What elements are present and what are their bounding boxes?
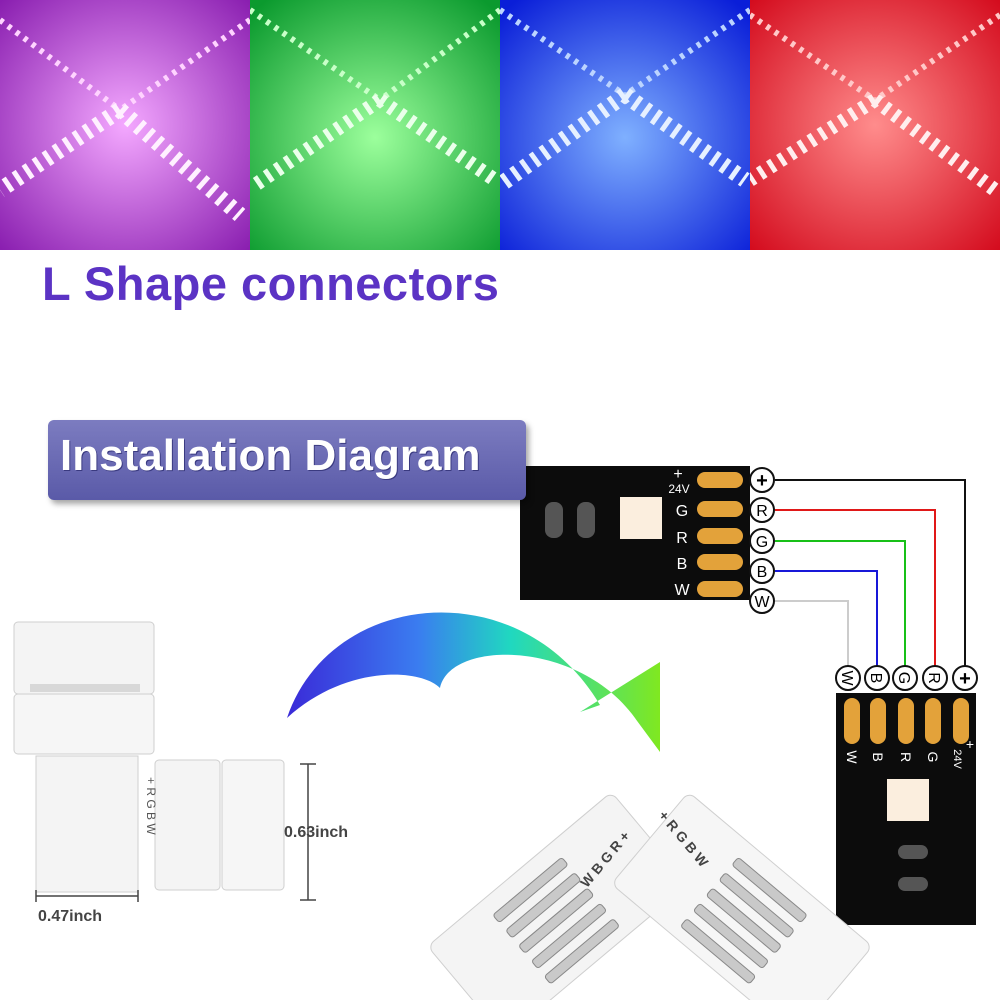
pcb-top-pin-b: B — [677, 556, 688, 573]
pcb-right-voltage: 24V — [951, 749, 963, 769]
pcb-right-pin-b: B — [870, 752, 886, 761]
wire-g — [775, 540, 906, 667]
wire-r — [775, 509, 936, 667]
photo-green-strip — [250, 0, 500, 250]
pcb-top-voltage: 24V — [668, 482, 689, 496]
wire-label-plus: + — [756, 470, 768, 492]
pcb-top-pin-w: W — [674, 582, 690, 599]
pcb-top-pin-r: R — [676, 530, 688, 547]
width-dimension-label: 0.47inch — [38, 908, 102, 925]
pcb-right-pin-w: W — [844, 750, 860, 764]
page-title: L Shape connectors — [42, 257, 500, 310]
connector-left-side-pins: + R G B W — [144, 777, 158, 835]
wire-label-plus-vertical: + — [959, 668, 971, 690]
wire-labels-vertical: W B G R + — [835, 665, 978, 691]
connector-l-shape: W B G R + + R G B W — [430, 794, 870, 1000]
photo-blue-strip — [500, 0, 750, 250]
installation-diagram-badge: Installation Diagram — [48, 420, 526, 500]
purple-strip-image — [0, 0, 250, 250]
wire-labels-horizontal: + R G B W — [749, 467, 775, 614]
pcb-right-pin-r: R — [898, 752, 914, 762]
wire-w — [775, 600, 849, 667]
wire-label-r-vertical: R — [925, 672, 942, 684]
wire-plus — [775, 479, 966, 667]
height-dimension-label: 0.63inch — [284, 824, 348, 841]
pcb-top-plus: + — [673, 466, 682, 483]
wire-label-w-vertical: W — [838, 670, 855, 686]
installation-diagram-label: Installation Diagram — [60, 431, 481, 480]
wire-label-r: R — [756, 503, 768, 520]
pcb-top-pin-g: G — [676, 503, 688, 520]
connector-left: W B G R + + R G B W 0.47inch 0.63inch — [13, 621, 348, 925]
green-strip-image — [250, 0, 500, 250]
wire-label-w: W — [754, 594, 770, 611]
wire-group — [775, 479, 966, 667]
blue-strip-image — [500, 0, 750, 250]
wire-b — [775, 570, 878, 667]
wire-label-b-vertical: B — [867, 673, 884, 684]
photo-strip — [0, 0, 1000, 250]
pcb-top: + 24V G R B W — [520, 466, 750, 600]
pcb-right: W B R G 24V + — [836, 693, 976, 925]
photo-red-strip — [750, 0, 1000, 250]
wire-label-b: B — [757, 564, 768, 581]
pcb-right-plus: + — [966, 736, 974, 752]
red-strip-image — [750, 0, 1000, 250]
wire-label-g: G — [756, 534, 768, 551]
photo-purple-strip — [0, 0, 250, 250]
arrow-curve — [287, 612, 660, 752]
wire-label-g-vertical: G — [895, 672, 912, 684]
pcb-right-pin-g: G — [925, 752, 941, 763]
